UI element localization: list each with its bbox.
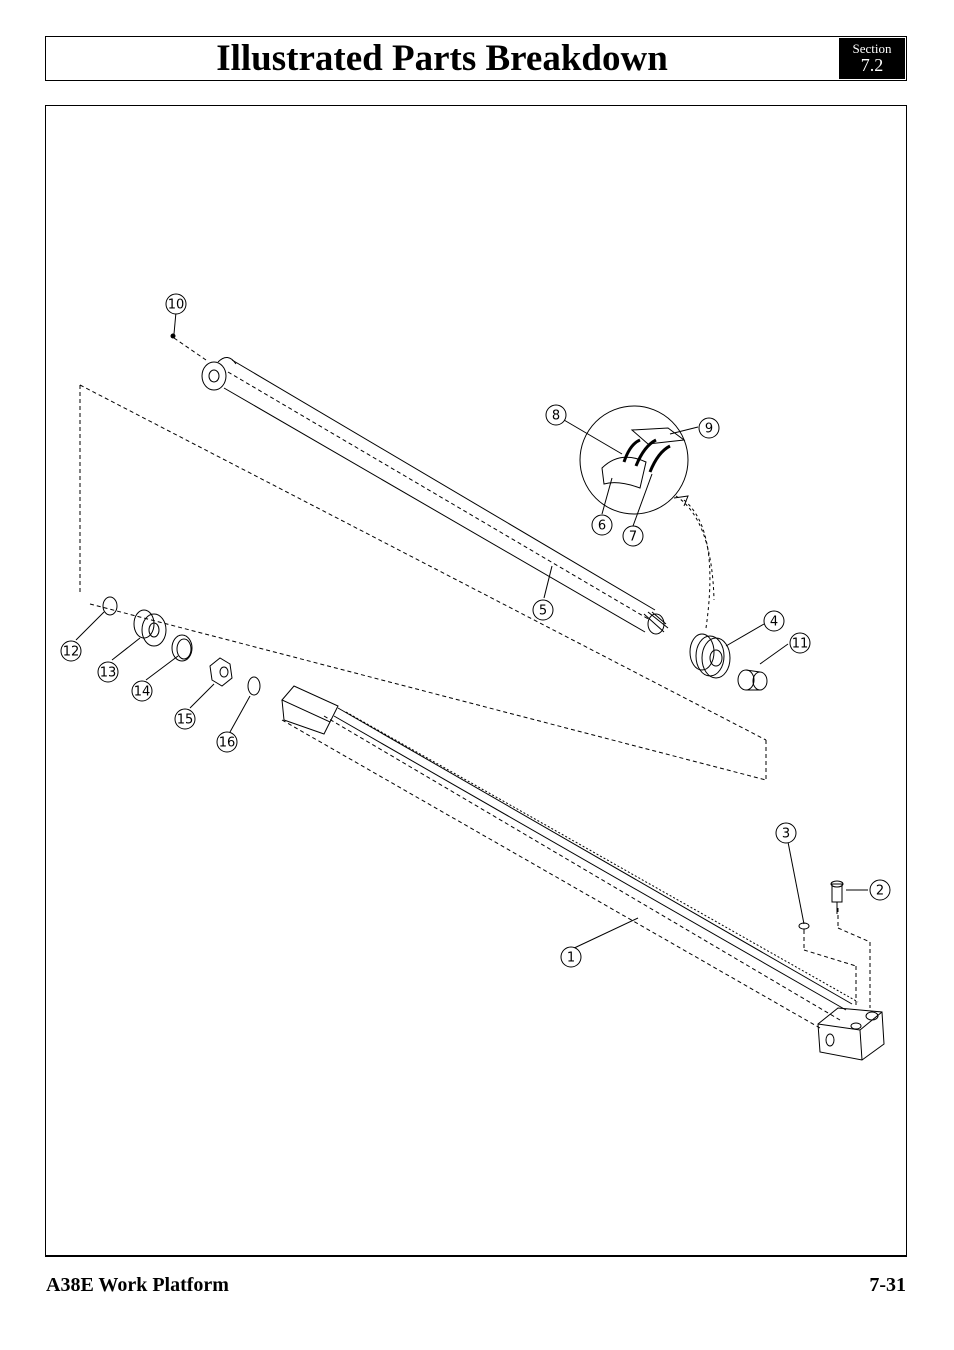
piston-rod-part (201, 357, 669, 635)
spacer-part (737, 669, 768, 691)
callout-15: 15 (174, 708, 196, 730)
section-badge: Section 7.2 (839, 38, 905, 79)
page-title: Illustrated Parts Breakdown (216, 38, 668, 79)
callout-10: 10 (165, 293, 187, 315)
callout-label: 15 (177, 713, 194, 728)
callout-3: 3 (775, 822, 797, 844)
callout-label: 9 (705, 422, 713, 437)
section-number: 7.2 (860, 55, 884, 75)
callout-11: 11 (789, 632, 811, 654)
section-label: Section (852, 41, 892, 56)
callout-label: 10 (168, 298, 185, 313)
callout-label: 7 (629, 530, 637, 545)
callout-label: 3 (782, 827, 790, 842)
grease-fitting-dot (170, 333, 176, 339)
callout-1: 1 (560, 946, 582, 968)
callout-8: 8 (545, 404, 567, 426)
callout-12: 12 (60, 640, 82, 662)
callout-label: 1 (567, 951, 575, 966)
callout-14: 14 (131, 680, 153, 702)
callout-label: 14 (134, 685, 151, 700)
callout-label: 6 (598, 519, 606, 534)
callout-9: 9 (698, 417, 720, 439)
page-header: Illustrated Parts Breakdown Section 7.2 (45, 36, 907, 81)
assembly-lines (79, 337, 871, 1029)
callout-label: 12 (63, 645, 80, 660)
piston-part (689, 633, 731, 679)
callout-7: 7 (622, 525, 644, 547)
callout-label: 11 (792, 637, 809, 652)
callout-label: 16 (219, 736, 236, 751)
callout-label: 13 (100, 666, 117, 681)
illustration-frame (45, 105, 907, 1257)
callout-2: 2 (869, 879, 891, 901)
footer-page-number: 7-31 (869, 1274, 906, 1296)
callout-13: 13 (97, 661, 119, 683)
callout-6: 6 (591, 514, 613, 536)
callout-label: 8 (552, 409, 560, 424)
callout-label: 2 (876, 884, 884, 899)
callout-16: 16 (216, 731, 238, 753)
rod-thread (643, 611, 669, 635)
gland-parts (102, 596, 261, 696)
footer-product: A38E Work Platform (46, 1274, 229, 1296)
callout-5: 5 (532, 599, 554, 621)
callout-label: 5 (539, 604, 547, 619)
cylinder-barrel-part (281, 685, 885, 1061)
leader-lines (75, 311, 868, 951)
callout-4: 4 (763, 610, 785, 632)
fitting-parts (798, 880, 844, 932)
callout-label: 4 (770, 615, 778, 630)
